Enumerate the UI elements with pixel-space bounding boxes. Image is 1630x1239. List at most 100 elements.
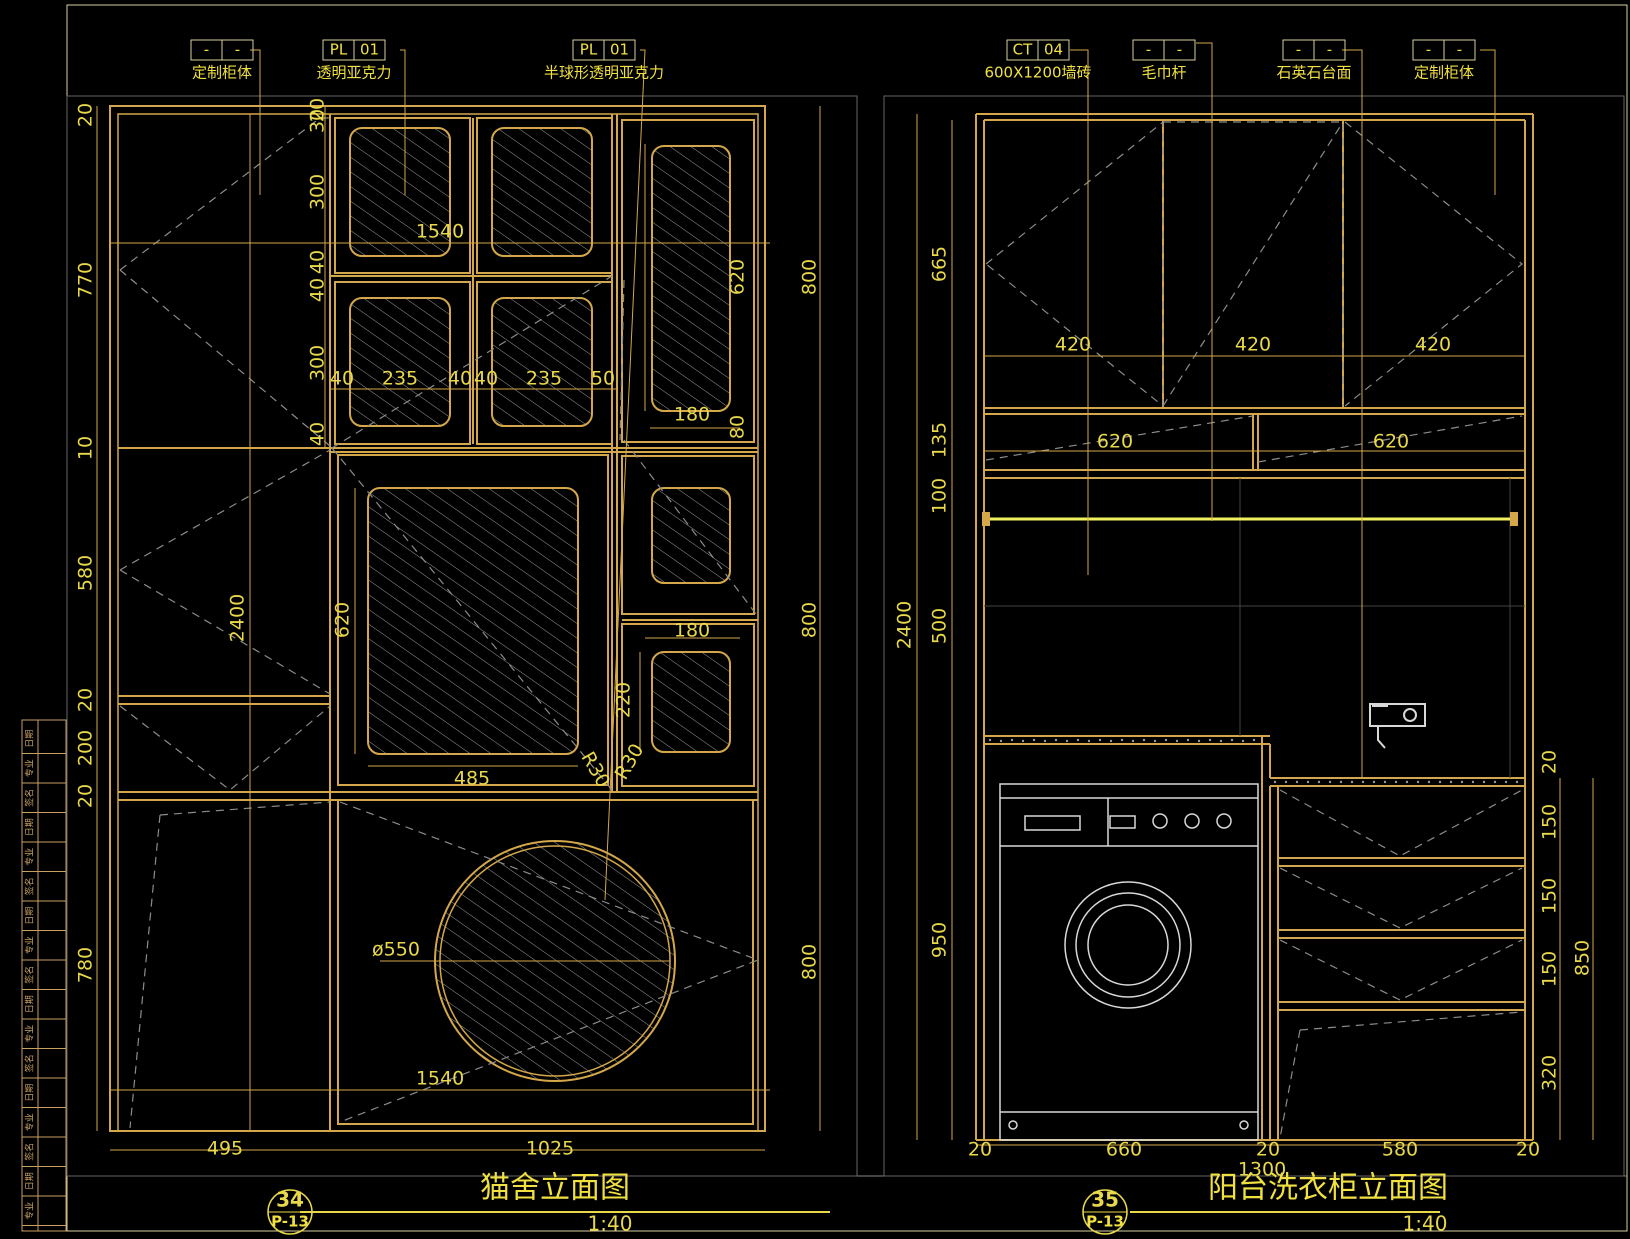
- laundry-callout-1-label: 600X1200墙砖: [984, 64, 1091, 82]
- cat-left-dim-7: 20: [75, 784, 97, 808]
- cat-panel-height: 620: [332, 602, 354, 638]
- title-block-label: 日期: [25, 1172, 36, 1190]
- laundry-drawer-width-2: 620: [1373, 431, 1409, 453]
- cat-inner-dim-6: 300: [307, 345, 329, 381]
- laundry-callout-1-code: CT: [1013, 41, 1033, 59]
- title-block-label: 日期: [25, 995, 36, 1013]
- laundry-right-dim-2: 150: [1539, 804, 1561, 840]
- laundry-title: 阳台洗衣柜立面图: [1208, 1171, 1448, 1206]
- cat-inner-dim-3: 300: [307, 174, 329, 210]
- laundry-right-dim-3: 150: [1539, 878, 1561, 914]
- cat-window-dim-1: 40: [330, 368, 354, 390]
- cat-right-dim-1: 800: [799, 259, 821, 295]
- laundry-left-dim-5: 950: [929, 922, 951, 958]
- cat-right-dim-3: 800: [799, 944, 821, 980]
- title-block-label: 签名: [24, 877, 36, 895]
- cat-callout-3-index: 01: [610, 41, 629, 59]
- laundry-left-dim-3: 100: [929, 478, 951, 514]
- laundry-callout-2-index: -: [1177, 41, 1182, 59]
- cat-left-dim-3: 10: [75, 436, 97, 460]
- title-block-label: 日期: [25, 730, 36, 748]
- cat-window-dim-3: 40: [448, 368, 472, 390]
- laundry-bottom-dim-4: 580: [1382, 1139, 1418, 1161]
- title-block-label: 专业: [24, 1113, 36, 1131]
- cat-inner-dim-7: 40: [307, 422, 329, 446]
- cat-circle-diameter: ø550: [372, 939, 420, 961]
- cat-sheet-marker-number: 34: [276, 1188, 304, 1212]
- laundry-right-total: 850: [1572, 940, 1594, 976]
- quartz-countertop: [988, 738, 1519, 784]
- cat-house-swing-lines: [119, 117, 760, 1129]
- cat-left-dim-1: 20: [75, 103, 97, 127]
- title-block-label: 签名: [24, 789, 36, 807]
- wall-tile-grid: [984, 478, 1525, 778]
- cat-left-dim-2: 770: [75, 262, 97, 298]
- title-block-label: 专业: [24, 936, 36, 954]
- laundry-callout-4-index: -: [1457, 41, 1462, 59]
- laundry-right-dim-1: 20: [1539, 750, 1561, 774]
- cat-slot-width: 180: [674, 404, 710, 426]
- laundry-sheet-marker-ref: P-13: [1086, 1213, 1124, 1231]
- cat-house-scale: 1:40: [588, 1212, 633, 1236]
- laundry-swing-lines: [985, 120, 1523, 1139]
- title-block-label: 签名: [24, 966, 36, 984]
- laundry-drawer-width-1: 620: [1097, 431, 1133, 453]
- cat-inner-dim-2: 20: [307, 98, 329, 122]
- cat-left-dim-4: 580: [75, 555, 97, 591]
- cat-window-dim-5: 235: [526, 368, 562, 390]
- cat-house-elevation: [96, 49, 821, 1151]
- cat-panel-width: 485: [454, 768, 490, 790]
- cat-house-title: 猫舍立面图: [480, 1171, 630, 1206]
- laundry-door-width-2: 420: [1235, 334, 1271, 356]
- laundry-bottom-dim-1: 20: [968, 1139, 992, 1161]
- title-block-label: 签名: [24, 1054, 36, 1072]
- laundry-left-dim-2: 135: [929, 422, 951, 458]
- title-block-label: 专业: [24, 848, 36, 866]
- cat-slot-height: 620: [727, 259, 749, 295]
- cat-right-dim-2: 800: [799, 602, 821, 638]
- title-block-label: 日期: [25, 818, 36, 836]
- laundry-right-dim-5: 320: [1539, 1055, 1561, 1091]
- laundry-callout-3-code: -: [1296, 41, 1301, 59]
- cat-sheet-marker-ref: P-13: [271, 1213, 309, 1231]
- cat-window-dim-4: 40: [474, 368, 498, 390]
- laundry-right-dim-4: 150: [1539, 951, 1561, 987]
- laundry-cabinet-elevation: [916, 42, 1594, 1146]
- laundry-callout-4-code: -: [1426, 41, 1431, 59]
- laundry-callout-3-index: -: [1327, 41, 1332, 59]
- laundry-door-width-3: 420: [1415, 334, 1451, 356]
- cat-overall-height: 2400: [227, 594, 249, 642]
- laundry-overall-height: 2400: [894, 601, 916, 649]
- cat-callout-2-label: 透明亚克力: [316, 64, 391, 82]
- cat-small-width: 180: [674, 620, 710, 642]
- laundry-cabinet-body: [975, 113, 1534, 1141]
- cat-slot-bottom: 80: [727, 415, 749, 439]
- cat-inner-dim-4: 40: [307, 250, 329, 274]
- cat-callout-2-code: PL: [330, 41, 348, 59]
- sheet-frame: [66, 4, 1628, 1232]
- title-block-label: 专业: [24, 1202, 36, 1220]
- laundry-left-dim-1: 665: [929, 246, 951, 282]
- cat-callout-2-index: 01: [360, 41, 379, 59]
- laundry-callout-3-label: 石英石台面: [1276, 64, 1351, 82]
- laundry-callout-2-code: -: [1146, 41, 1151, 59]
- laundry-callout-1-index: 04: [1044, 41, 1063, 59]
- washing-machine-icon: [999, 783, 1259, 1141]
- laundry-door-width-1: 420: [1055, 334, 1091, 356]
- laundry-bottom-dim-3: 20: [1256, 1139, 1280, 1161]
- cat-callout-3-label: 半球形透明亚克力: [544, 64, 664, 82]
- title-block-label: 日期: [25, 1084, 36, 1102]
- title-block-label: 专业: [24, 759, 36, 777]
- cat-callout-1-index: -: [235, 41, 240, 59]
- towel-rod: [982, 512, 1518, 526]
- cat-inner-dim-1: 30: [307, 109, 329, 133]
- cat-overall-width: 1540: [416, 221, 464, 243]
- laundry-callout-4-label: 定制柜体: [1414, 64, 1474, 82]
- cat-house-cabinet: [109, 105, 766, 1132]
- cat-left-dim-6: 200: [75, 730, 97, 766]
- cat-window-dim-6: 50: [591, 368, 615, 390]
- title-block-label: 签名: [24, 1143, 36, 1161]
- title-block-label: 专业: [24, 1025, 36, 1043]
